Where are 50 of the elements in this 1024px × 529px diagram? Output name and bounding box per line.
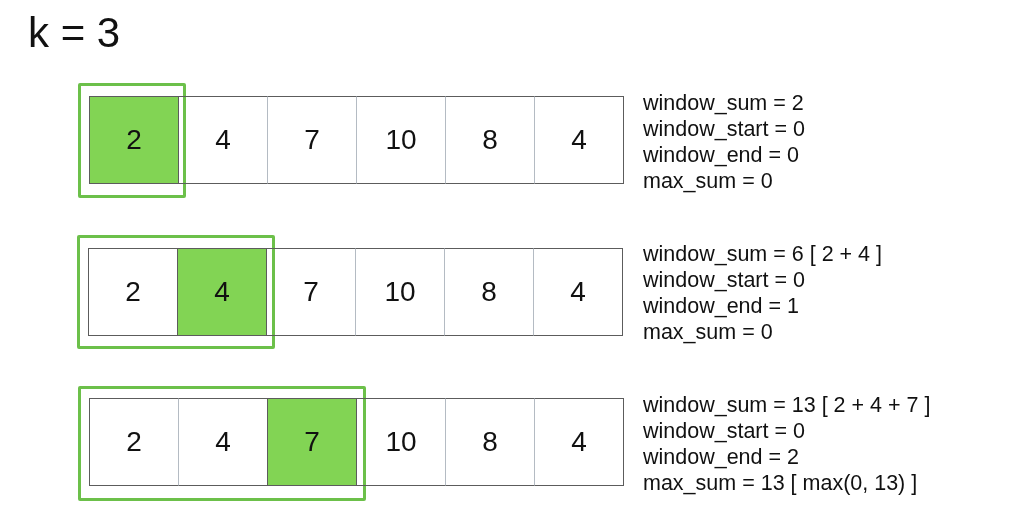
array-cell <box>445 398 535 486</box>
variable-assignment: window_start = 0 <box>643 116 805 142</box>
array-cell <box>534 96 624 184</box>
cell-value: 2 <box>125 278 141 306</box>
cell-value: 4 <box>215 428 231 456</box>
cell-value: 4 <box>571 428 587 456</box>
sliding-window-frame <box>77 235 275 349</box>
cell-value: 4 <box>571 126 587 154</box>
variable-assignment: window_sum = 2 <box>643 90 804 116</box>
cell-value: 8 <box>481 278 497 306</box>
array-cell <box>355 248 445 336</box>
array-cell <box>534 398 624 486</box>
variable-assignment: max_sum = 0 <box>643 168 773 194</box>
array-cell <box>445 96 535 184</box>
array-cell <box>356 96 446 184</box>
cell-value: 10 <box>385 428 417 456</box>
array-cell <box>89 96 179 184</box>
cell-value: 2 <box>126 428 142 456</box>
sliding-window-frame <box>78 83 186 198</box>
variable-assignment: window_end = 0 <box>643 142 799 168</box>
cell-value: 7 <box>304 126 320 154</box>
array-cell <box>533 248 623 336</box>
cell-value: 10 <box>385 126 417 154</box>
variable-assignment: max_sum = 13 [ max(0, 13) ] <box>643 470 918 496</box>
array-cell <box>177 248 267 336</box>
variable-assignment: window_start = 0 <box>643 418 805 444</box>
cell-value: 7 <box>303 278 319 306</box>
array-cell <box>178 96 268 184</box>
cell-value: 10 <box>384 278 416 306</box>
title-heading: k = 3 <box>28 12 121 54</box>
array-cell <box>267 96 357 184</box>
variable-assignment: max_sum = 0 <box>643 319 773 345</box>
cell-value: 4 <box>214 278 230 306</box>
cell-value: 2 <box>126 126 142 154</box>
array-cell <box>89 398 179 486</box>
array-cell <box>356 398 446 486</box>
cell-value: 4 <box>570 278 586 306</box>
array-cell <box>267 398 357 486</box>
array-cell <box>266 248 356 336</box>
sliding-window-frame <box>78 386 366 501</box>
variable-assignment: window_sum = 6 [ 2 + 4 ] <box>643 241 883 267</box>
variable-assignment: window_end = 1 <box>643 293 799 319</box>
cell-value: 7 <box>304 428 320 456</box>
array-cell <box>444 248 534 336</box>
cell-value: 8 <box>482 126 498 154</box>
cell-value: 4 <box>215 126 231 154</box>
variable-assignment: window_sum = 13 [ 2 + 4 + 7 ] <box>643 392 931 418</box>
cell-value: 8 <box>482 428 498 456</box>
variable-assignment: window_end = 2 <box>643 444 799 470</box>
variable-assignment: window_start = 0 <box>643 267 805 293</box>
